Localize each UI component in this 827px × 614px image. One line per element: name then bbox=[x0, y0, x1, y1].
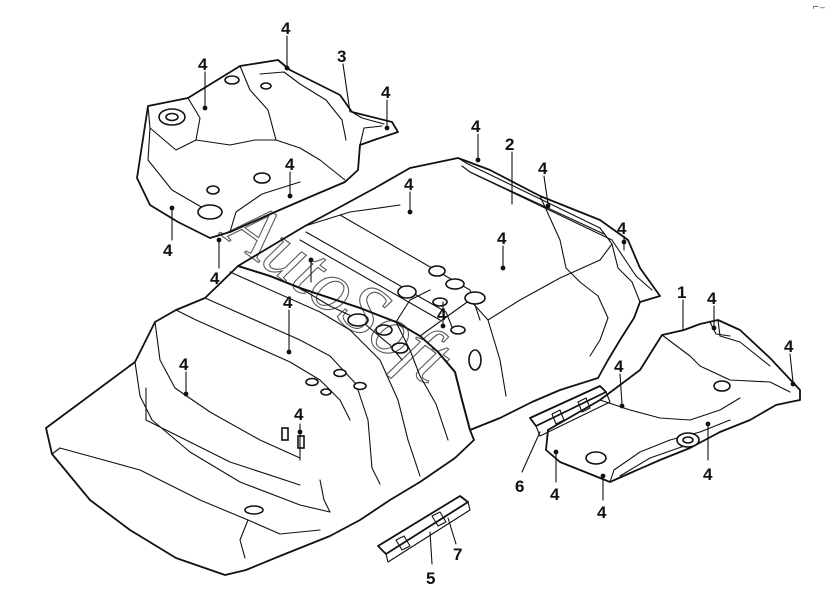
callout-label: 4 bbox=[381, 83, 391, 102]
callout-label: 4 bbox=[703, 465, 713, 484]
part-1-right-panel bbox=[545, 319, 801, 483]
leader-lines bbox=[171, 35, 794, 565]
callout-label: 5 bbox=[426, 569, 435, 588]
callout-label: 4 bbox=[281, 19, 291, 38]
callout-label: 6 bbox=[515, 477, 524, 496]
callout-label: 4 bbox=[538, 159, 548, 178]
callout-label: 4 bbox=[497, 229, 507, 248]
callout-label: 4 bbox=[163, 241, 173, 260]
callout-label: 1 bbox=[677, 283, 686, 302]
callout-label: 4 bbox=[471, 117, 481, 136]
callout-label: 4 bbox=[617, 219, 627, 238]
corner-mark: ⌐‒ bbox=[812, 3, 826, 13]
callout-label: 4 bbox=[614, 357, 624, 376]
callout-label: 4 bbox=[198, 55, 208, 74]
callout-label: 4 bbox=[179, 355, 189, 374]
callout-label: 7 bbox=[453, 545, 462, 564]
callout-label: 4 bbox=[283, 293, 293, 312]
callout-label: 4 bbox=[294, 405, 304, 424]
callout-label: 4 bbox=[707, 289, 717, 308]
callout-label: 4 bbox=[437, 305, 447, 324]
callout-label: 4 bbox=[784, 337, 794, 356]
callout-label: 4 bbox=[550, 485, 560, 504]
callout-labels: 4 4 3 4 4 4 4 4 4 2 4 4 4 4 4 1 4 4 4 4 … bbox=[163, 19, 794, 588]
front-floor-pan bbox=[45, 265, 475, 576]
part-5-sill-bracket bbox=[377, 495, 471, 563]
part-3-rear-panel bbox=[136, 59, 399, 239]
part-6-bracket bbox=[529, 385, 611, 437]
part-2-center-tunnel bbox=[237, 157, 661, 431]
callout-label: 4 bbox=[210, 269, 220, 288]
callout-label: 3 bbox=[337, 47, 346, 66]
callout-label: 4 bbox=[285, 155, 295, 174]
callout-label: 4 bbox=[404, 175, 414, 194]
callout-label: 4 bbox=[597, 503, 607, 522]
bolt-markers bbox=[169, 65, 796, 479]
callout-label: 2 bbox=[505, 135, 514, 154]
